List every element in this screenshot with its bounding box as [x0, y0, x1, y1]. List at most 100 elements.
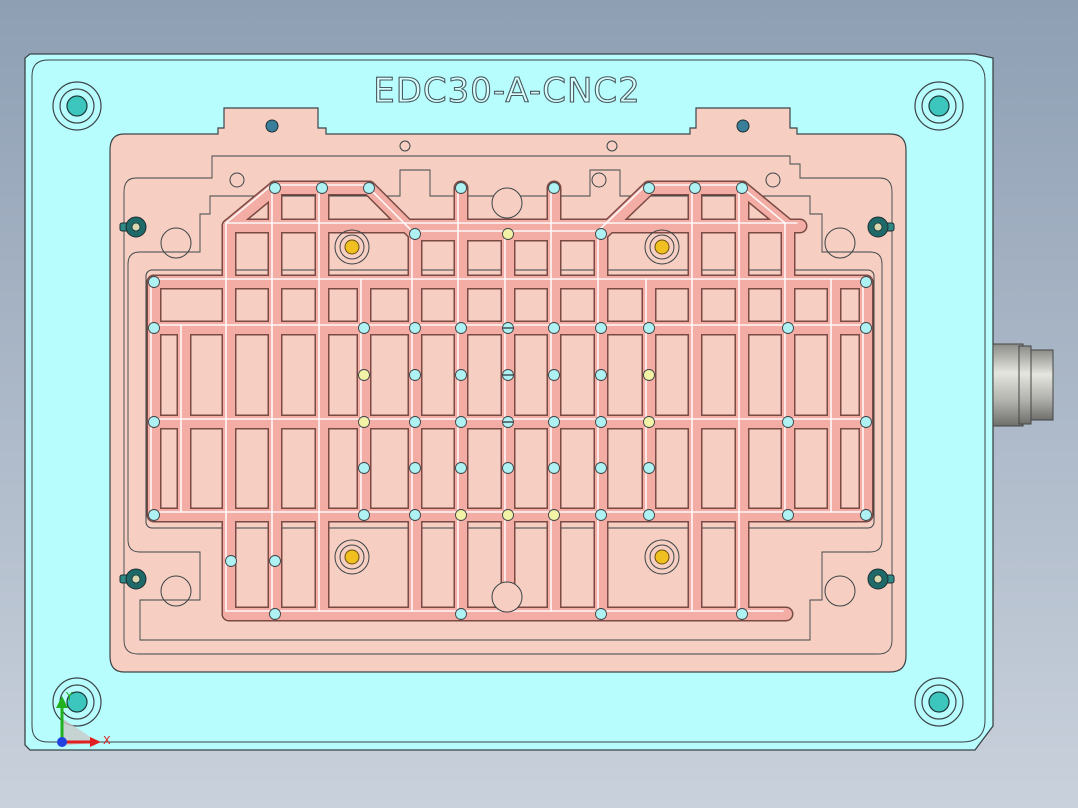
vent-hole [148, 322, 160, 334]
pin-boss [334, 229, 370, 265]
x-axis-label: X [103, 734, 111, 747]
vent-hole [643, 462, 655, 474]
vent-hole [548, 322, 560, 334]
clamp-screw-center [873, 222, 883, 232]
vent-hole [595, 322, 607, 334]
vent-hole [409, 509, 421, 521]
ejector-pin-icon [344, 239, 360, 255]
insert-inner-rim [127, 169, 883, 641]
vent-hole [269, 555, 281, 567]
vent-hole [455, 369, 467, 381]
vent-hole [148, 276, 160, 288]
sprue-features [160, 140, 856, 613]
small-hole [765, 172, 781, 188]
bolt-ring [921, 684, 957, 720]
vent-hole [409, 322, 421, 334]
vent-hole [358, 322, 370, 334]
clamp-screw-center [131, 222, 141, 232]
z-axis-icon [57, 737, 67, 747]
pin-boss [644, 539, 680, 575]
ejector-pin-icon [344, 549, 360, 565]
vent-hole [455, 608, 467, 620]
vent-hole [409, 462, 421, 474]
vent-hole [548, 369, 560, 381]
channel-highlight [597, 184, 647, 232]
vent-hole [455, 416, 467, 428]
mold-plate-inner-edge [31, 59, 986, 743]
bolt-head-icon [928, 691, 950, 713]
vent-hole [455, 322, 467, 334]
ejector-pin-icon [654, 549, 670, 565]
axis-triad: X Y [56, 690, 111, 747]
pin-boss-ring [339, 544, 365, 570]
small-hole [399, 140, 411, 152]
vent-hole [358, 509, 370, 521]
vent-hole [595, 509, 607, 521]
pin-boss-ring [649, 544, 675, 570]
small-hole [591, 172, 607, 188]
vent-hole [409, 228, 421, 240]
vent-hole [595, 369, 607, 381]
channel-highlight [365, 184, 413, 232]
connector-body [992, 343, 1024, 427]
triad-plane [62, 718, 98, 746]
vent-hole [860, 276, 872, 288]
vent-hole [643, 322, 655, 334]
vent-hole [595, 228, 607, 240]
connector-ring [1018, 345, 1032, 425]
insert-step-line [123, 155, 893, 655]
side-connector [992, 343, 1054, 427]
vent-hole [860, 509, 872, 521]
vent-hole [269, 608, 281, 620]
vent-hole [455, 182, 467, 194]
vent-hole [595, 608, 607, 620]
vent-hole [455, 509, 467, 521]
channel [595, 182, 655, 240]
vent-hole [148, 416, 160, 428]
vent-hole [548, 509, 560, 521]
vent-hole [409, 369, 421, 381]
vent-hole [548, 462, 560, 474]
pin-boss [334, 539, 370, 575]
vent-hole [860, 322, 872, 334]
vent-hole [595, 462, 607, 474]
x-arrow-icon [90, 737, 101, 747]
channel [223, 182, 281, 232]
pin-boss-ring [339, 234, 365, 260]
bolt-head-icon [66, 691, 88, 713]
vent-hole [643, 416, 655, 428]
vent-hole [548, 416, 560, 428]
vent-hole [502, 509, 514, 521]
clamp-screw-center [873, 574, 883, 584]
vent-hole [502, 228, 514, 240]
vent-hole [358, 369, 370, 381]
vent-hole [860, 416, 872, 428]
vent-hole [736, 182, 748, 194]
relief-hole-right-top [824, 227, 856, 259]
connector-tip [1030, 349, 1054, 421]
sprue-hole-bottom [491, 581, 523, 613]
clamp-screws [119, 216, 895, 590]
bolt-counterbore [52, 81, 102, 131]
y-arrow-icon [56, 696, 68, 708]
vent-hole [643, 509, 655, 521]
vent-hole [148, 509, 160, 521]
bolt-counterbore [52, 677, 102, 727]
vent-hole [595, 416, 607, 428]
bolt-head-icon [66, 95, 88, 117]
vent-hole [269, 182, 281, 194]
clamp-screw-center [131, 574, 141, 584]
vent-hole [782, 416, 794, 428]
vent-hole [316, 182, 328, 194]
vent-hole [358, 416, 370, 428]
corner-bolts [52, 81, 964, 727]
pin-boss-ring [649, 234, 675, 260]
vent-holes [148, 182, 872, 620]
y-axis-label: Y [65, 690, 73, 703]
vent-hole [736, 608, 748, 620]
vent-hole [643, 369, 655, 381]
vent-hole [455, 462, 467, 474]
sprue-hole-top [491, 187, 523, 219]
vent-hole [782, 322, 794, 334]
